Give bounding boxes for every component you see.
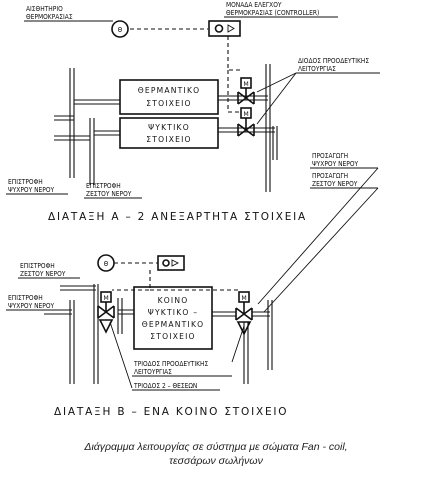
three-way-label-1: ΤΡΙΟΔΟΣ ΠΡΟΟΔΕΥΤΙΚΗΣ <box>133 360 208 368</box>
cooling-coil-label-1: ΨΥΚΤΙΚΟ <box>148 123 190 132</box>
sensor-theta-a: Θ <box>118 26 123 34</box>
heating-coil <box>119 79 219 115</box>
heating-coil-label-1: ΘΕΡΜΑΝΤΙΚΟ <box>138 86 201 95</box>
svg-text:ΣΤΟΙΧΕΙΟ: ΣΤΟΙΧΕΙΟ <box>150 332 195 341</box>
supply-cold-label-1: ΠΡΟΣΑΓΩΓΗ <box>312 152 348 160</box>
two-pos-label: ΤΡΙΟΔΟΣ 2 – ΘΕΣΕΩΝ <box>133 382 197 390</box>
svg-text:Θ: Θ <box>104 260 109 268</box>
b-return-cold-1: ΕΠΙΣΤΡΟΦΗ <box>8 294 43 302</box>
controller-label-2: ΘΕΡΜΟΚΡΑΣΙΑΣ (CONTROLLER) <box>226 9 319 17</box>
supply-cold-label-2: ΨΥΧΡΟΥ ΝΕΡΟΥ <box>312 160 359 168</box>
svg-text:ΨΥΚΤΙΚΟ –: ΨΥΚΤΙΚΟ – <box>148 308 198 317</box>
svg-text:M: M <box>241 295 246 302</box>
svg-text:M: M <box>243 111 248 118</box>
sensor-label-1: ΑΙΣΘΗΤΗΡΙΟ <box>26 5 63 13</box>
thermostat-sensor-a <box>111 20 129 38</box>
heating-coil-label-2: ΣΤΟΙΧΕΙΟ <box>146 99 191 108</box>
title-b: ΔΙΑΤΑΞΗ Β – ΕΝΑ ΚΟΙΝΟ ΣΤΟΙΧΕΙΟ <box>54 406 288 418</box>
title-a: ΔΙΑΤΑΞΗ Α – 2 ΑΝΕΞΑΡΤΗΤΑ ΣΤΟΙΧΕΙΑ <box>48 211 307 223</box>
return-cold-label-2: ΨΥΧΡΟΥ ΝΕΡΟΥ <box>8 186 55 194</box>
svg-text:M: M <box>243 81 248 88</box>
controller-box-b <box>157 255 185 271</box>
return-cold-label-1: ΕΠΙΣΤΡΟΦΗ <box>8 178 43 186</box>
diagram-a: ΑΙΣΘΗΤΗΡΙΟ ΘΕΡΜΟΚΡΑΣΙΑΣ Θ ΜΟΝΑΔΑ ΕΛΕΓΧΟΥ… <box>6 1 380 223</box>
three-way-label-2: ΛΕΙΤΟΥΡΓΙΑΣ <box>134 368 172 376</box>
cooling-coil-label-2: ΣΤΟΙΧΕΙΟ <box>146 135 191 144</box>
cooling-coil <box>119 117 219 149</box>
controller-label-1: ΜΟΝΑΔΑ ΕΛΕΓΧΟΥ <box>226 1 282 9</box>
supply-hot-label-1: ΠΡΟΣΑΓΩΓΗ <box>312 172 348 180</box>
b-return-cold-2: ΨΥΧΡΟΥ ΝΕΡΟΥ <box>8 302 55 310</box>
b-return-hot-1: ΕΠΙΣΤΡΟΦΗ <box>20 262 55 270</box>
sensor-label-2: ΘΕΡΜΟΚΡΑΣΙΑΣ <box>26 13 73 21</box>
valve-label-1: ΔΙΟΔΟΣ ΠΡΟΟΔΕΥΤΙΚΗΣ <box>298 57 369 65</box>
valve-label-2: ΛΕΙΤΟΥΡΓΙΑΣ <box>298 65 336 73</box>
controller-box-a <box>208 20 241 37</box>
diagram-b: Θ ΚΟΙΝΟ ΨΥΚΤΙΚΟ – ΘΕΡΜΑΝΤΙΚΟ ΣΤΟΙΧΕΙΟ M … <box>6 254 288 418</box>
common-coil <box>133 286 213 350</box>
svg-text:ΚΟΙΝΟ: ΚΟΙΝΟ <box>158 296 189 305</box>
b-return-hot-2: ΖΕΣΤΟΥ ΝΕΡΟΥ <box>20 270 66 278</box>
return-hot-label-1: ΕΠΙΣΤΡΟΦΗ <box>86 182 121 190</box>
caption-line-2: τεσσάρων σωλήνων <box>169 455 263 467</box>
return-hot-label-2: ΖΕΣΤΟΥ ΝΕΡΟΥ <box>86 190 132 198</box>
svg-text:M: M <box>103 295 108 302</box>
caption-line-1: Διάγραμμα λειτουργίας σε σύστημα με σώμα… <box>83 441 347 453</box>
supply-hot-label-2: ΖΕΣΤΟΥ ΝΕΡΟΥ <box>312 180 358 188</box>
svg-text:ΘΕΡΜΑΝΤΙΚΟ: ΘΕΡΜΑΝΤΙΚΟ <box>142 320 205 329</box>
